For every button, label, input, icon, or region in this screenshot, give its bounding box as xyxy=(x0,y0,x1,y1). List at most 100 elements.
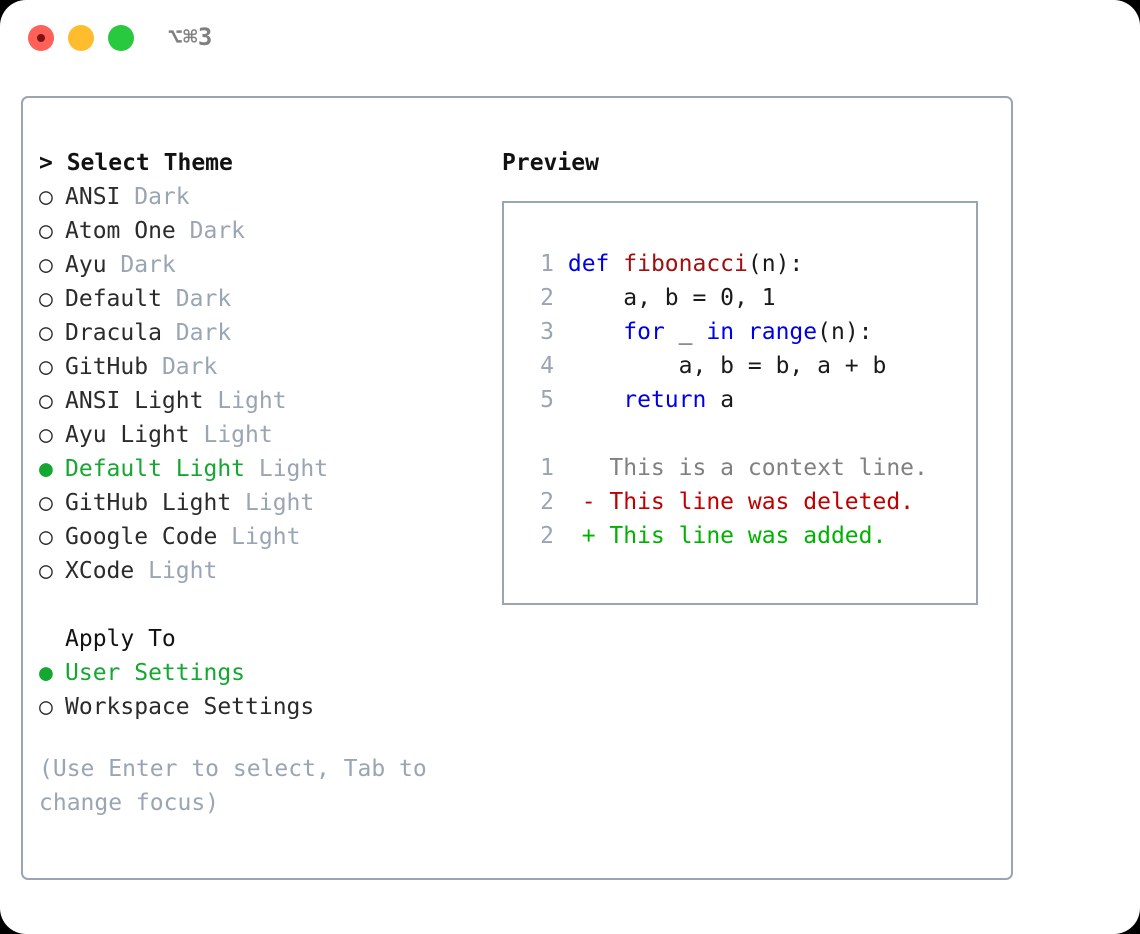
preview-title: Preview xyxy=(502,150,599,176)
theme-name: Ayu Light xyxy=(65,422,190,448)
apply-to-list: ●User Settings ○ Workspace Settings xyxy=(39,656,479,724)
line-number: 2 xyxy=(540,489,554,515)
code-token xyxy=(568,319,623,345)
line-number-gutter xyxy=(554,251,568,277)
line-number: 3 xyxy=(540,319,554,345)
radio-unselected-icon: ○ xyxy=(39,218,53,244)
code-token: in xyxy=(706,319,748,345)
theme-name: Default xyxy=(65,286,162,312)
theme-category: Dark xyxy=(148,354,218,380)
theme-list: ○ ANSI Dark ○ Atom One Dark ○ Ayu Dark ○ Defaul… xyxy=(39,180,479,588)
theme-picker-panel: > Select Theme ○ANSI Dark○Atom One Dark○… xyxy=(39,146,479,820)
code-line: 4 a, b = b, a + b xyxy=(504,349,976,383)
radio-unselected-icon: ○ xyxy=(39,490,53,516)
radio-unselected-icon: ○ xyxy=(39,388,53,414)
code-token: for xyxy=(623,319,665,345)
code-token: fibonacci xyxy=(623,251,748,277)
code-token: _ xyxy=(664,319,707,345)
radio-unselected-icon: ○ xyxy=(39,320,53,346)
list-spacer xyxy=(39,588,479,622)
line-number: 2 xyxy=(540,523,554,549)
theme-list-item[interactable]: ○ANSI Light Light xyxy=(39,384,479,418)
theme-category: Light xyxy=(134,558,218,584)
radio-unselected-icon: ○ xyxy=(39,184,53,210)
theme-name: Dracula xyxy=(65,320,162,346)
code-line: 5 return a xyxy=(504,383,976,417)
code-token xyxy=(568,387,623,413)
apply-to-item[interactable]: ●User Settings xyxy=(39,656,479,690)
close-icon xyxy=(37,34,45,42)
line-number: 5 xyxy=(540,387,554,413)
code-line: 1 def fibonacci(n): xyxy=(504,247,976,281)
theme-category: Light xyxy=(217,524,301,550)
code-token: a, b = 0, 1 xyxy=(567,285,776,311)
line-number-gutter xyxy=(554,353,568,379)
apply-to-label: Workspace Settings xyxy=(65,694,315,720)
theme-list-item[interactable]: ○ Dracula Dark xyxy=(39,316,479,350)
radio-unselected-icon: ○ xyxy=(39,694,53,720)
diff-text: This line was added. xyxy=(609,523,887,549)
close-window-button[interactable] xyxy=(28,25,54,51)
radio-unselected-icon: ○ xyxy=(39,422,53,448)
theme-category: Light xyxy=(245,456,329,482)
theme-list-item[interactable]: ○Ayu Light Light xyxy=(39,418,479,452)
code-token: a xyxy=(706,387,735,413)
maximize-window-button[interactable] xyxy=(108,25,134,51)
theme-name: Ayu xyxy=(65,252,107,278)
minimize-window-button[interactable] xyxy=(68,25,94,51)
code-diff-spacer xyxy=(504,417,976,451)
theme-list-item[interactable]: ○Atom One Dark xyxy=(39,214,479,248)
theme-name: GitHub Light xyxy=(65,490,232,516)
code-token: (n): xyxy=(817,319,873,345)
theme-list-item[interactable]: ○ GitHub Light Light xyxy=(39,486,479,520)
diff-text: This line was deleted. xyxy=(609,489,915,515)
select-theme-header: > Select Theme xyxy=(39,150,233,176)
theme-name: ANSI xyxy=(65,184,121,210)
theme-list-item[interactable]: ○ GitHub Dark xyxy=(39,350,479,384)
theme-category: Dark xyxy=(106,252,176,278)
radio-unselected-icon: ○ xyxy=(39,286,53,312)
theme-list-item[interactable]: ● Default Light Light xyxy=(39,452,479,486)
diff-line: 2 - This line was deleted. xyxy=(504,485,976,519)
line-number: 4 xyxy=(540,353,554,379)
code-token: (n): xyxy=(747,251,804,277)
theme-name: Atom One xyxy=(65,218,176,244)
radio-selected-icon: ● xyxy=(39,660,53,686)
theme-name: Default Light xyxy=(65,456,246,482)
radio-unselected-icon: ○ xyxy=(39,558,53,584)
keyboard-hint-text: (Use Enter to select, Tab to change focu… xyxy=(39,756,427,816)
theme-category: Dark xyxy=(120,184,190,210)
radio-unselected-icon: ○ xyxy=(39,252,53,278)
radio-unselected-icon: ○ xyxy=(39,524,53,550)
theme-name: Google Code xyxy=(65,524,218,550)
code-token: return xyxy=(623,387,707,413)
radio-selected-icon: ● xyxy=(39,456,53,482)
title-bar: ⌥⌘3 xyxy=(0,0,1140,78)
theme-name: GitHub xyxy=(65,354,149,380)
diff-marker: + xyxy=(554,523,610,549)
theme-list-item[interactable]: ○ Ayu Dark xyxy=(39,248,479,282)
theme-list-item[interactable]: ○ ANSI Dark xyxy=(39,180,479,214)
apply-to-item[interactable]: ○ Workspace Settings xyxy=(39,690,479,724)
theme-category: Light xyxy=(231,490,315,516)
theme-category: Dark xyxy=(161,286,232,312)
radio-unselected-icon: ○ xyxy=(39,354,53,380)
theme-list-item[interactable]: ○ XCode Light xyxy=(39,554,479,588)
theme-category: Light xyxy=(203,388,287,414)
theme-name: XCode xyxy=(65,558,135,584)
apply-to-header: Apply To xyxy=(65,626,176,652)
code-line: 3 for _ in range(n): xyxy=(504,315,976,349)
theme-list-item[interactable]: ○ Google Code Light xyxy=(39,520,479,554)
code-token: a, b = b, a + b xyxy=(567,353,887,379)
diff-marker xyxy=(554,455,609,481)
code-token: range xyxy=(747,319,818,345)
code-token: def xyxy=(567,251,624,277)
theme-category: Dark xyxy=(161,320,232,346)
diff-line: 1 This is a context line. xyxy=(504,451,976,485)
line-number: 1 xyxy=(540,455,554,481)
theme-list-item[interactable]: ○ Default Dark xyxy=(39,282,479,316)
diff-marker: - xyxy=(554,489,610,515)
theme-selector-dialog: > Select Theme ○ANSI Dark○Atom One Dark○… xyxy=(21,96,1013,880)
